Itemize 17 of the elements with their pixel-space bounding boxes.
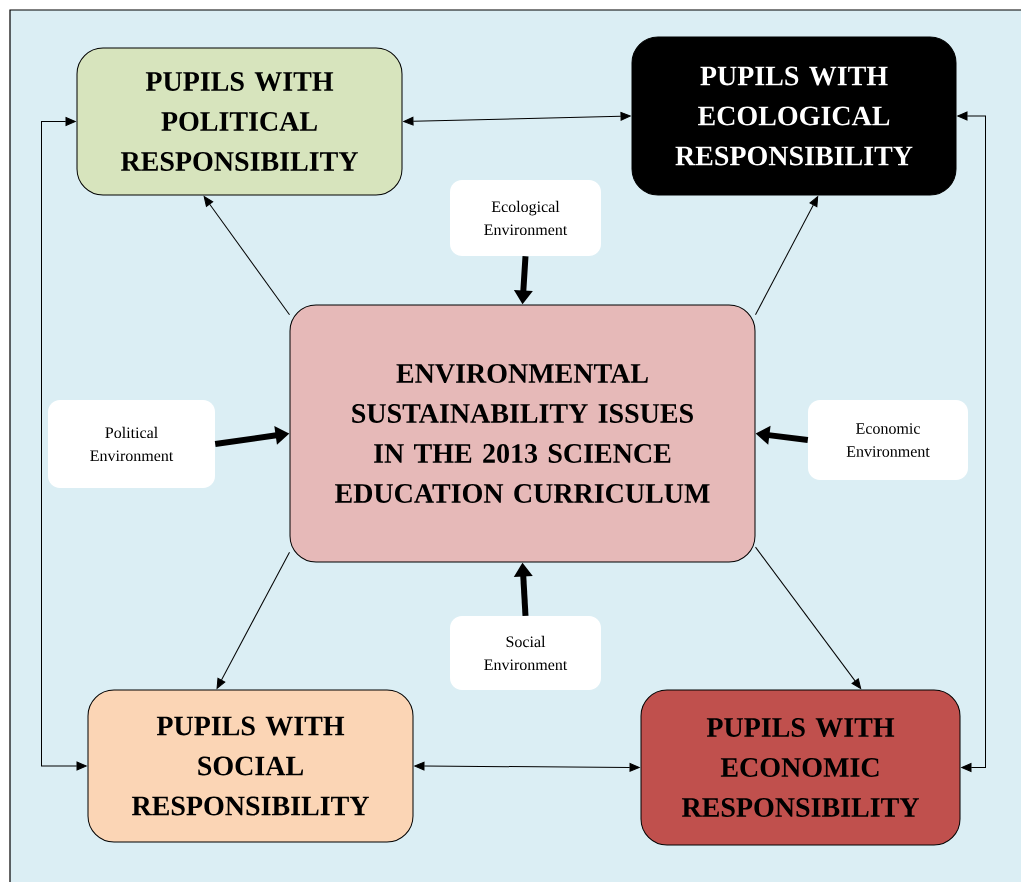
central-issue-box: ENVIRONMENTAL SUSTAINABILITY ISSUES IN THE 2013 SCIENCE EDUCATION CURRICULUM <box>289 304 756 563</box>
environment-box: Ecological Environment <box>450 180 601 256</box>
arrow <box>755 196 819 316</box>
environment-box: Political Environment <box>48 400 215 488</box>
arrow <box>403 111 631 126</box>
arrow <box>216 551 290 689</box>
arrow <box>203 196 290 316</box>
arrow <box>957 111 986 772</box>
arrow <box>41 117 87 771</box>
responsibility-box: PUPILS WITH ECOLOGICAL RESPONSIBILITY <box>631 36 957 196</box>
responsibility-box: PUPILS WITH POLITICAL RESPONSIBILITY <box>76 47 403 196</box>
environment-box: Economic Environment <box>808 400 968 480</box>
environment-box: Social Environment <box>450 616 601 690</box>
responsibility-box: PUPILS WITH ECONOMIC RESPONSIBILITY <box>640 689 961 846</box>
responsibility-box: PUPILS WITH SOCIAL RESPONSIBILITY <box>87 689 414 843</box>
arrow <box>755 546 862 689</box>
arrow <box>414 761 640 772</box>
